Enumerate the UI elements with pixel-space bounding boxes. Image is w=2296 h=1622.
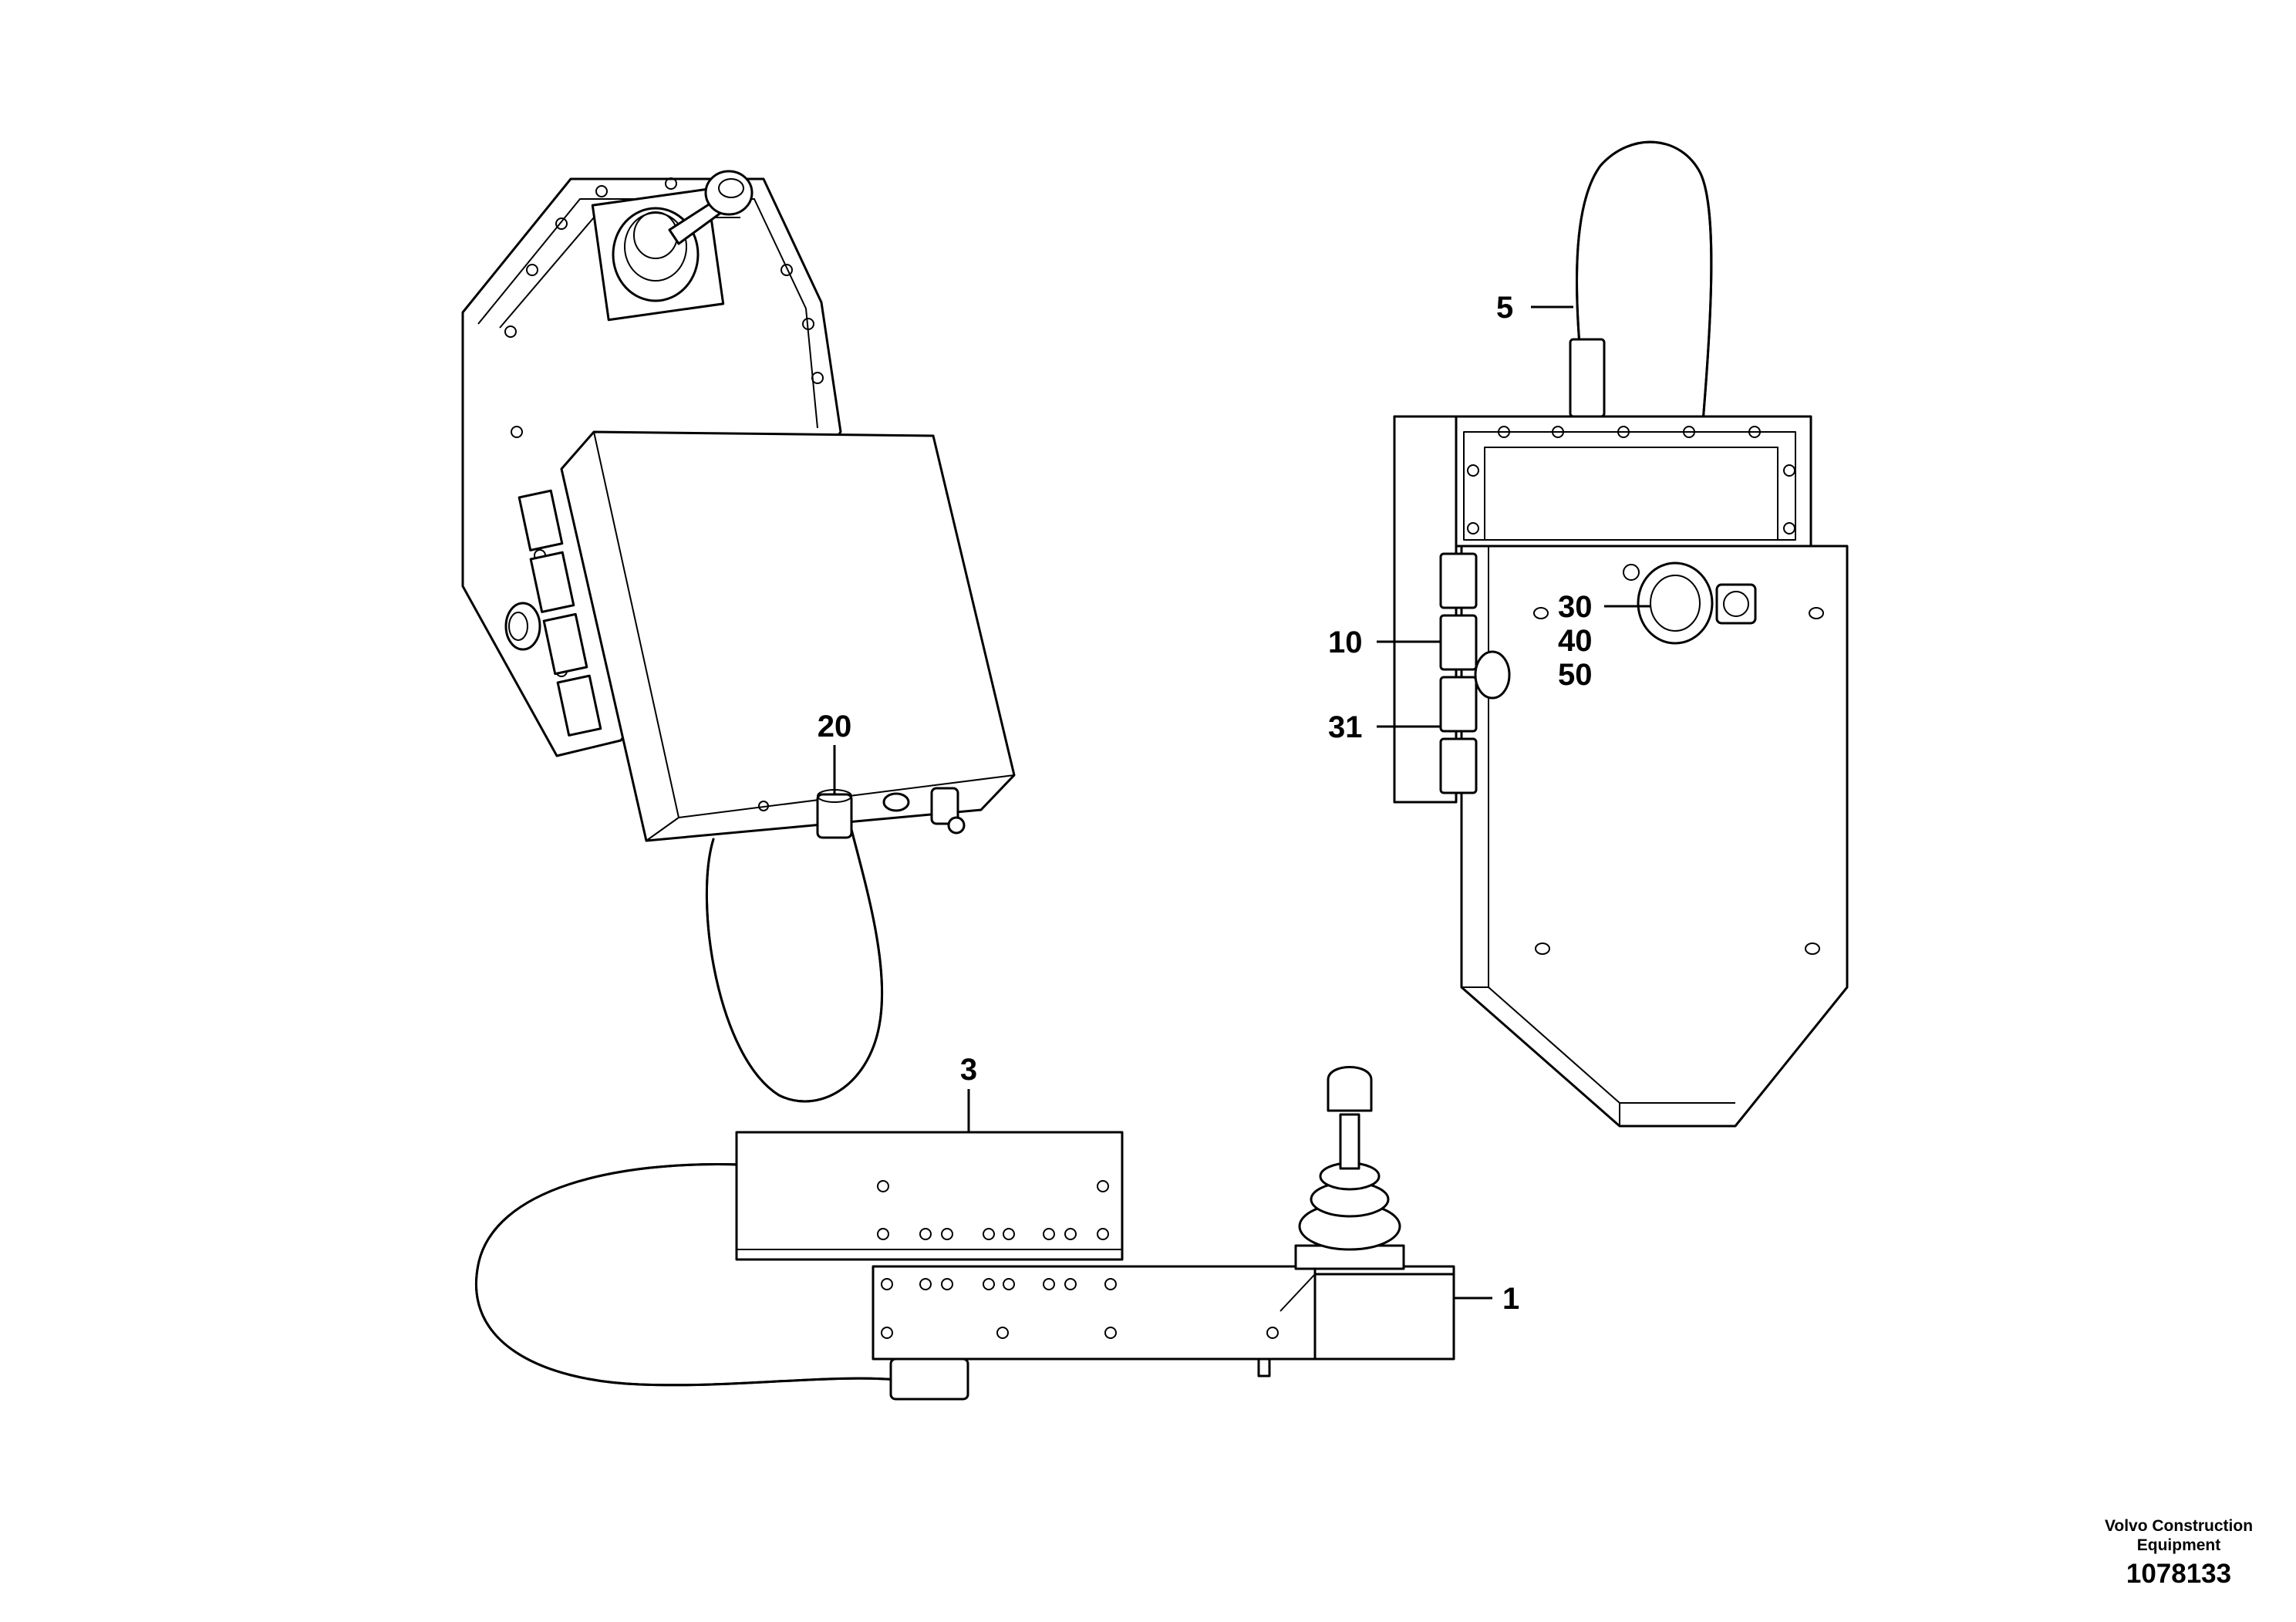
callout-30: 30 bbox=[1558, 590, 1650, 624]
footer: Volvo Construction Equipment 1078133 bbox=[2105, 1517, 2253, 1589]
joystick-knob bbox=[704, 170, 754, 216]
upper-box-3 bbox=[735, 1131, 1124, 1261]
drawing-number: 1078133 bbox=[2126, 1559, 2231, 1589]
side-knob bbox=[504, 602, 541, 651]
callout-1: 1 bbox=[1455, 1282, 1519, 1316]
wall-plate-bolts bbox=[1467, 426, 1795, 534]
body-hinges bbox=[1439, 552, 1478, 794]
svg-text:50: 50 bbox=[1558, 658, 1593, 692]
svg-text:1: 1 bbox=[1502, 1282, 1519, 1316]
callout-10: 10 bbox=[1328, 626, 1441, 659]
callout-5: 5 bbox=[1496, 291, 1573, 325]
svg-text:10: 10 bbox=[1328, 626, 1363, 659]
callout-20: 20 bbox=[818, 710, 852, 794]
body-holes bbox=[1533, 607, 1824, 955]
svg-text:31: 31 bbox=[1328, 710, 1363, 744]
cable-20 bbox=[705, 816, 884, 1103]
body-knob bbox=[1474, 650, 1511, 700]
lower-arm-screws bbox=[881, 1278, 1279, 1339]
svg-text:30: 30 bbox=[1558, 590, 1593, 624]
callout-50: 50 bbox=[1558, 658, 1593, 692]
svg-text:20: 20 bbox=[818, 710, 852, 744]
svg-text:40: 40 bbox=[1558, 624, 1593, 658]
upper-box-screws bbox=[877, 1180, 1109, 1240]
control-box-assembly-right bbox=[1393, 140, 1849, 1128]
company-name-line1: Volvo Construction bbox=[2105, 1517, 2253, 1535]
control-box-assembly-upper-left bbox=[461, 170, 1016, 1103]
joystick-arm-assembly-bottom bbox=[475, 1066, 1455, 1401]
callout-31: 31 bbox=[1328, 710, 1441, 744]
callout-3: 3 bbox=[960, 1053, 977, 1132]
arm-connector bbox=[889, 1357, 969, 1401]
svg-text:3: 3 bbox=[960, 1053, 977, 1087]
arm-joystick-knob bbox=[1327, 1066, 1373, 1112]
svg-text:5: 5 bbox=[1496, 291, 1513, 325]
elbow-connector-30 bbox=[1637, 561, 1714, 645]
company-name-line2: Equipment bbox=[2137, 1536, 2221, 1554]
electronics-box bbox=[560, 430, 1016, 842]
arm-joystick-shaft bbox=[1339, 1113, 1360, 1170]
box-hinges bbox=[518, 489, 602, 737]
callout-40: 40 bbox=[1558, 624, 1593, 658]
